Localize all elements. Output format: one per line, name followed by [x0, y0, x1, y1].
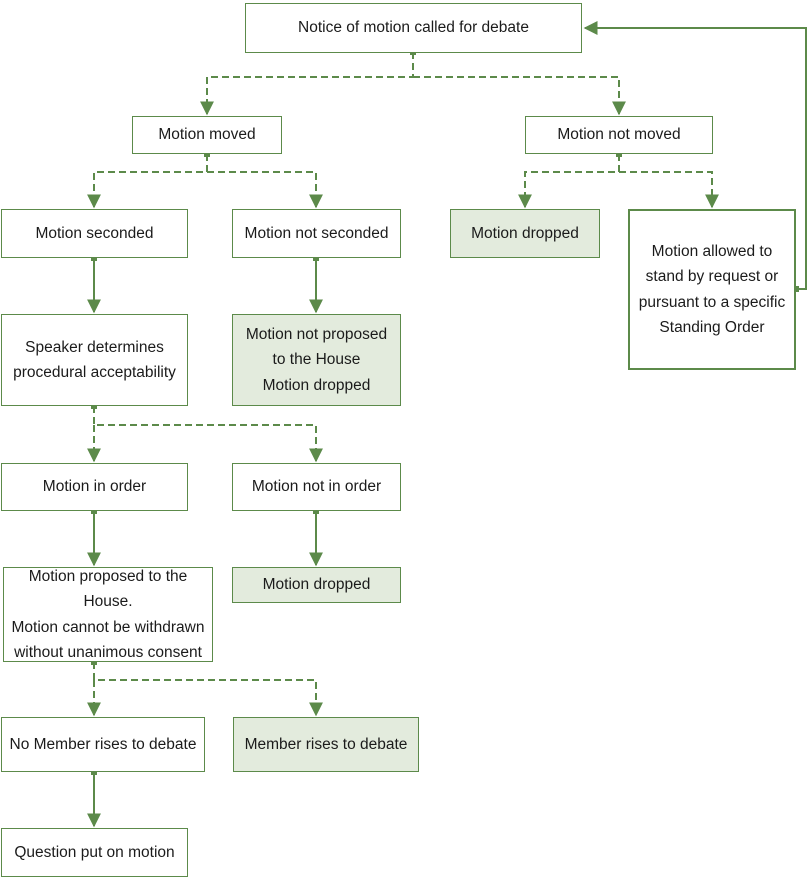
- node-speaker-determines: Speaker determines procedural acceptabil…: [1, 314, 188, 406]
- connector-not-moved-to-allowed: [619, 171, 719, 209]
- port-not-moved-bottom: [616, 151, 622, 157]
- node-motion-dropped-not-in-order: Motion dropped: [232, 567, 401, 603]
- node-motion-in-order: Motion in order: [1, 463, 188, 511]
- port-allowed-right: [793, 286, 799, 292]
- port-proposed-bottom: [91, 659, 97, 665]
- node-motion-proposed-to-house: Motion proposed to the House. Motion can…: [3, 567, 213, 662]
- node-motion-allowed-to-stand: Motion allowed to stand by request or pu…: [628, 209, 796, 370]
- node-motion-moved: Motion moved: [132, 116, 282, 154]
- port-not-in-order-bottom: [313, 508, 319, 514]
- node-member-rises: Member rises to debate: [233, 717, 419, 772]
- node-question-put: Question put on motion: [1, 828, 188, 877]
- connector-moved-branch: [87, 154, 208, 209]
- port-in-order-bottom: [91, 508, 97, 514]
- node-motion-seconded: Motion seconded: [1, 209, 188, 258]
- connector-proposed-branch: [93, 662, 323, 717]
- node-motion-not-seconded: Motion not seconded: [232, 209, 401, 258]
- node-motion-not-proposed: Motion not proposed to the House Motion …: [232, 314, 401, 406]
- port-speaker-bottom: [91, 403, 97, 409]
- connector-speaker-branch: [93, 406, 323, 463]
- node-notice-of-motion: Notice of motion called for debate: [245, 3, 582, 53]
- node-motion-not-moved: Motion not moved: [525, 116, 713, 154]
- connector-notice-branch: [200, 52, 414, 116]
- connector-not-moved-branch: [518, 154, 620, 209]
- port-moved-bottom: [204, 151, 210, 157]
- connector-allowed-loop-back: [583, 21, 807, 290]
- node-no-member-rises: No Member rises to debate: [1, 717, 205, 772]
- port-not-seconded-bottom: [313, 255, 319, 261]
- connector-notice-to-not-moved: [413, 76, 626, 116]
- port-no-member-bottom: [91, 769, 97, 775]
- connector-moved-to-not-seconded: [207, 171, 323, 209]
- node-motion-dropped-not-moved: Motion dropped: [450, 209, 600, 258]
- node-motion-not-in-order: Motion not in order: [232, 463, 401, 511]
- port-seconded-bottom: [91, 255, 97, 261]
